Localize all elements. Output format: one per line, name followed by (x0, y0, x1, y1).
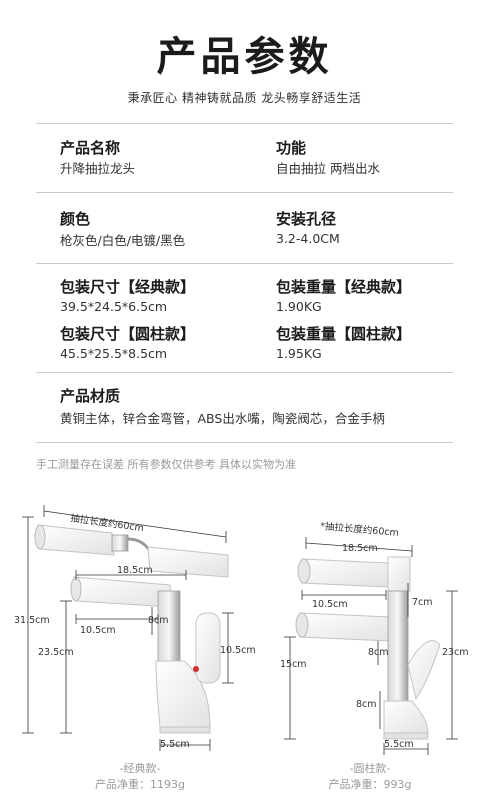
classic-body (155, 612, 221, 734)
round-caption-weight: 产品净重：993g (328, 778, 412, 791)
divider (36, 263, 453, 264)
round-raised-spout (297, 556, 411, 592)
round-caption-name: -圆柱款- (349, 762, 391, 775)
divider (36, 192, 453, 193)
hole-value: 3.2-4.0CM (276, 231, 340, 246)
material-value: 黄铜主体，锌合金弯管，ABS出水嘴，陶瓷阀芯，合金手柄 (60, 411, 385, 426)
pack-weight-classic-label: 包装重量【经典款】 (276, 278, 412, 296)
round-base: 5.5cm (384, 739, 414, 750)
pack-weight-classic-value: 1.90KG (276, 299, 322, 314)
round-spout (295, 590, 409, 702)
pack-size-classic-value: 39.5*24.5*6.5cm (60, 299, 168, 314)
round-total-height: 23cm (442, 647, 469, 658)
hole-label: 安装孔径 (276, 210, 337, 228)
pack-size-classic-label: 包装尺寸【经典款】 (60, 278, 196, 296)
round-faucet: *抽拉长度约60cm 18.5cm 10.5cm 7cm 15cm 8cm 23… (280, 520, 469, 755)
classic-base: 5.5cm (160, 739, 190, 750)
color-value: 枪灰色/白色/电镀/黑色 (60, 233, 186, 248)
round-pull-length: *抽拉长度约60cm (320, 520, 400, 539)
round-left-height: 15cm (280, 659, 307, 670)
function-label: 功能 (276, 139, 307, 157)
round-neck: 8cm (368, 647, 389, 658)
pack-weight-round-label: 包装重量【圆柱款】 (276, 325, 412, 343)
classic-neck: 8cm (148, 615, 169, 626)
classic-sprayer-head (34, 524, 229, 578)
round-lift: 7cm (412, 597, 433, 608)
function-value: 自由抽拉 两档出水 (276, 161, 380, 176)
measurement-note: 手工测量存在误差 所有参数仅供参考 具体以实物为准 (36, 458, 296, 471)
classic-faucet: 抽拉长度约60cm 18.5cm 31.5cm 23.5cm 10.5cm 8c… (14, 505, 256, 751)
divider (36, 442, 453, 443)
name-label: 产品名称 (60, 139, 121, 157)
round-spout-top-width: 10.5cm (312, 599, 348, 610)
classic-handle-height: 10.5cm (220, 645, 256, 656)
classic-caption-weight: 产品净重：1193g (95, 778, 185, 791)
pack-size-round-value: 45.5*25.5*8.5cm (60, 346, 168, 361)
round-lower: 8cm (356, 699, 377, 710)
divider (36, 123, 453, 124)
round-reach: 18.5cm (342, 543, 378, 554)
round-body (383, 640, 441, 740)
material-label: 产品材质 (60, 387, 121, 405)
page-title: 产品参数 (156, 34, 333, 80)
name-value: 升降抽拉龙头 (60, 161, 136, 176)
color-label: 颜色 (60, 210, 91, 228)
page-subtitle: 秉承匠心 精神铸就品质 龙头畅享舒适生活 (127, 91, 362, 105)
divider (36, 372, 453, 373)
classic-spout-height: 23.5cm (38, 647, 74, 658)
pack-size-round-label: 包装尺寸【圆柱款】 (60, 325, 196, 343)
classic-reach: 18.5cm (117, 565, 153, 576)
classic-spout (70, 576, 181, 662)
faucet-dimension-diagrams: 抽拉长度约60cm 18.5cm 31.5cm 23.5cm 10.5cm 8c… (14, 505, 469, 755)
classic-caption-name: -经典款- (119, 762, 161, 775)
classic-total-height: 31.5cm (14, 615, 50, 626)
classic-spout-top-width: 10.5cm (80, 625, 116, 636)
pack-weight-round-value: 1.95KG (276, 346, 322, 361)
